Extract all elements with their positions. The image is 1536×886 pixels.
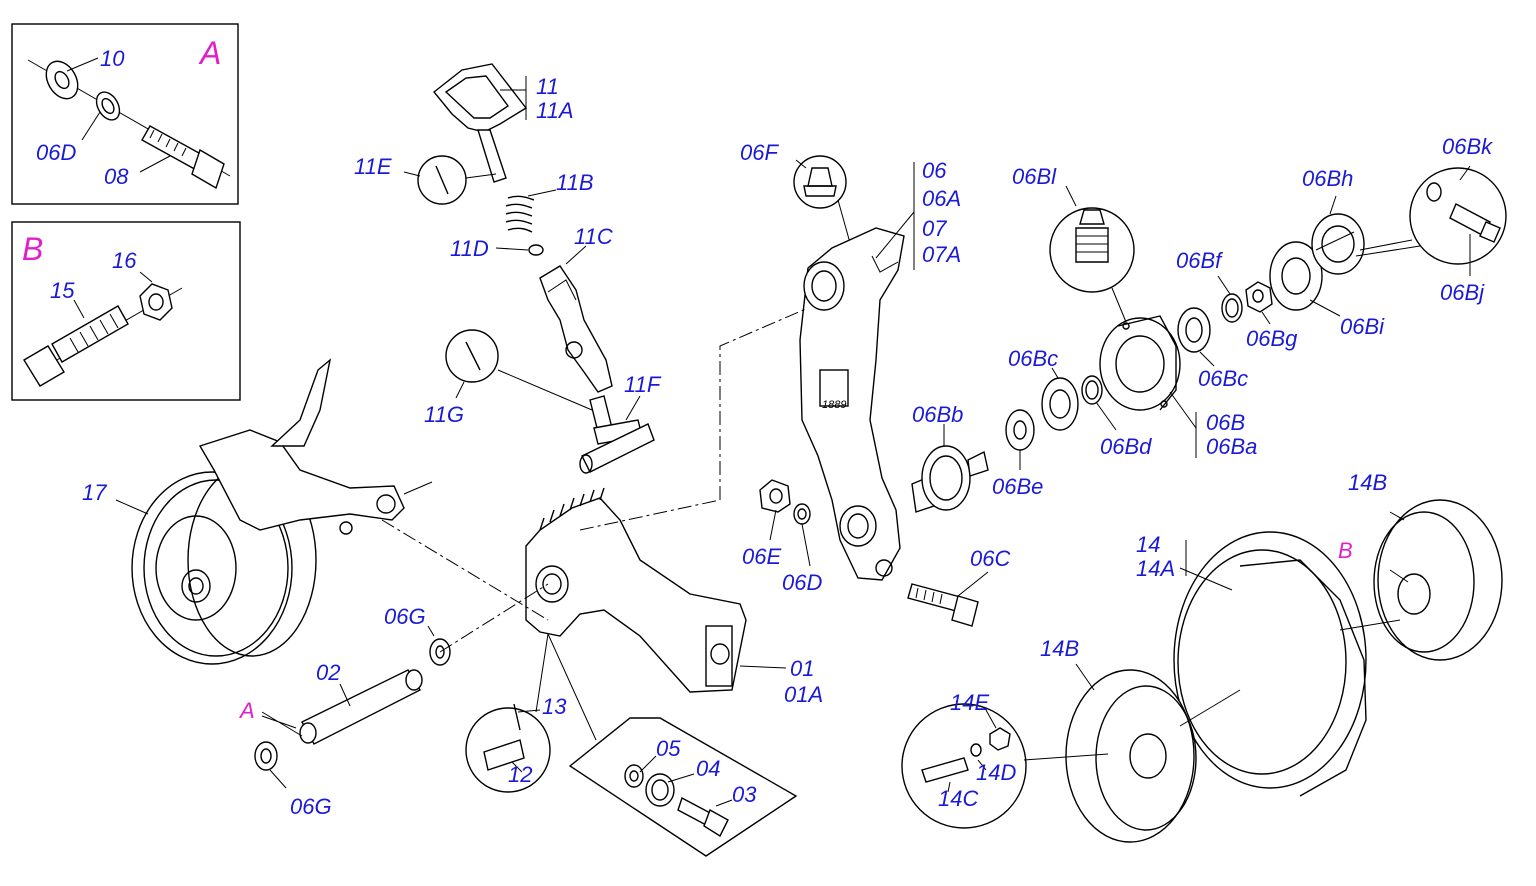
pivot-pin-assembly: 06G 02 A 06G [238, 604, 451, 819]
label-06Bc-right: 06Bc [1198, 366, 1248, 391]
label-06D-inset: 06D [36, 140, 76, 165]
label-B-callout: B [1338, 538, 1353, 563]
label-14: 14 [1136, 532, 1160, 557]
label-06D: 06D [782, 570, 822, 595]
label-06Bl: 06Bl [1012, 164, 1057, 189]
label-06Bb: 06Bb [912, 402, 963, 427]
label-06G-top: 06G [384, 604, 426, 629]
label-11A: 11A [536, 98, 574, 123]
label-A-callout: A [238, 698, 255, 723]
label-07: 07 [922, 216, 947, 241]
label-14B-front: 14B [1040, 636, 1079, 661]
label-06E: 06E [742, 544, 781, 569]
label-11D: 11D [450, 236, 489, 261]
assembly-center-lines [381, 307, 809, 653]
label-05: 05 [656, 736, 681, 761]
handle-assembly: 11 11A 11E 11B 11D 11C 11G 11F [354, 63, 662, 474]
label-06Bi: 06Bi [1340, 314, 1385, 339]
label-06F: 06F [740, 140, 779, 165]
label-06Bd: 06Bd [1100, 434, 1152, 459]
label-14E: 14E [950, 690, 989, 715]
label-17: 17 [82, 480, 107, 505]
hub-assembly: 06Bl 06Bh 06Bk 06Bf 06Bg 06Bi 06Bj 06Bc … [911, 134, 1507, 513]
label-02: 02 [316, 660, 340, 685]
label-11E: 11E [354, 154, 392, 179]
label-03: 03 [732, 782, 757, 807]
arm-stamp: 1889 [822, 399, 846, 411]
label-06: 06 [922, 158, 947, 183]
label-06Bj: 06Bj [1440, 280, 1485, 305]
label-06Bf: 06Bf [1176, 248, 1224, 273]
label-06Ba: 06Ba [1206, 434, 1257, 459]
label-12: 12 [508, 762, 532, 787]
label-15: 15 [50, 278, 75, 303]
label-04: 04 [696, 756, 720, 781]
label-06Bh: 06Bh [1302, 166, 1353, 191]
label-06B: 06B [1206, 410, 1245, 435]
label-13: 13 [542, 694, 567, 719]
label-11F: 11F [624, 372, 662, 397]
inset-b: B 16 15 [11, 221, 241, 401]
detail-pins: 13 12 05 04 03 [465, 633, 798, 857]
wheel-17: 17 [82, 358, 433, 665]
wheel-14-assembly: 14B 14 14A B 14B 14E 14D 14C [901, 470, 1503, 843]
inset-a-letter: A [198, 35, 221, 71]
label-16: 16 [112, 248, 137, 273]
label-06C: 06C [970, 546, 1010, 571]
inset-b-letter: B [22, 231, 43, 267]
label-14B-back: 14B [1348, 470, 1387, 495]
label-06Bk: 06Bk [1442, 134, 1493, 159]
label-11G: 11G [424, 402, 464, 427]
label-14A: 14A [1136, 556, 1175, 581]
label-06Bc-left: 06Bc [1008, 346, 1058, 371]
label-06A: 06A [922, 186, 961, 211]
inset-a: A 10 06D 08 [11, 23, 239, 205]
label-01A: 01A [784, 682, 823, 707]
label-11C: 11C [574, 224, 613, 249]
label-11: 11 [536, 74, 559, 99]
label-08: 08 [104, 164, 129, 189]
label-10: 10 [100, 46, 125, 71]
label-06G-bottom: 06G [290, 794, 332, 819]
label-01: 01 [790, 656, 814, 681]
label-14D: 14D [976, 760, 1016, 785]
label-06Be: 06Be [992, 474, 1043, 499]
bracket-01: 01 01A [525, 487, 823, 707]
label-07A: 07A [922, 242, 961, 267]
label-11B: 11B [556, 170, 594, 195]
label-14C: 14C [938, 786, 978, 811]
label-06Bg: 06Bg [1246, 326, 1298, 351]
arm-assembly: 1889 06F 06 06A 07 07A 06E 06D 06C [740, 140, 1010, 627]
